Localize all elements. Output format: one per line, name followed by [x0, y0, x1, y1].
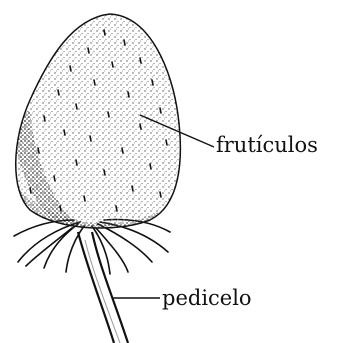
achene: [140, 124, 141, 129]
achene: [124, 40, 125, 45]
achene: [122, 148, 123, 153]
achene: [108, 112, 109, 117]
achene: [30, 188, 31, 193]
achene: [44, 116, 45, 121]
achene: [60, 206, 61, 211]
achene: [104, 170, 105, 175]
label-fruticulos: frutículos: [216, 133, 318, 157]
achene: [166, 140, 167, 145]
achene: [160, 192, 161, 197]
achene: [70, 66, 71, 71]
achene: [54, 176, 55, 181]
achene: [38, 148, 39, 153]
achene: [76, 160, 77, 165]
achene: [104, 30, 105, 35]
label-pedicelo: pedicelo: [162, 286, 252, 310]
achene: [94, 80, 95, 85]
achene: [88, 48, 89, 53]
achene: [160, 108, 161, 113]
achene: [84, 196, 85, 201]
achene: [76, 104, 77, 109]
achene: [150, 164, 151, 169]
achene: [58, 90, 59, 95]
achene: [152, 80, 153, 85]
achene: [64, 130, 65, 135]
achene: [112, 62, 113, 67]
strawberry-fruit: [10, 14, 180, 240]
achene: [128, 92, 129, 97]
achene: [132, 186, 133, 191]
pedicel-stem: [78, 232, 128, 343]
achene: [140, 58, 141, 63]
achene: [90, 136, 91, 141]
achene: [116, 206, 117, 211]
